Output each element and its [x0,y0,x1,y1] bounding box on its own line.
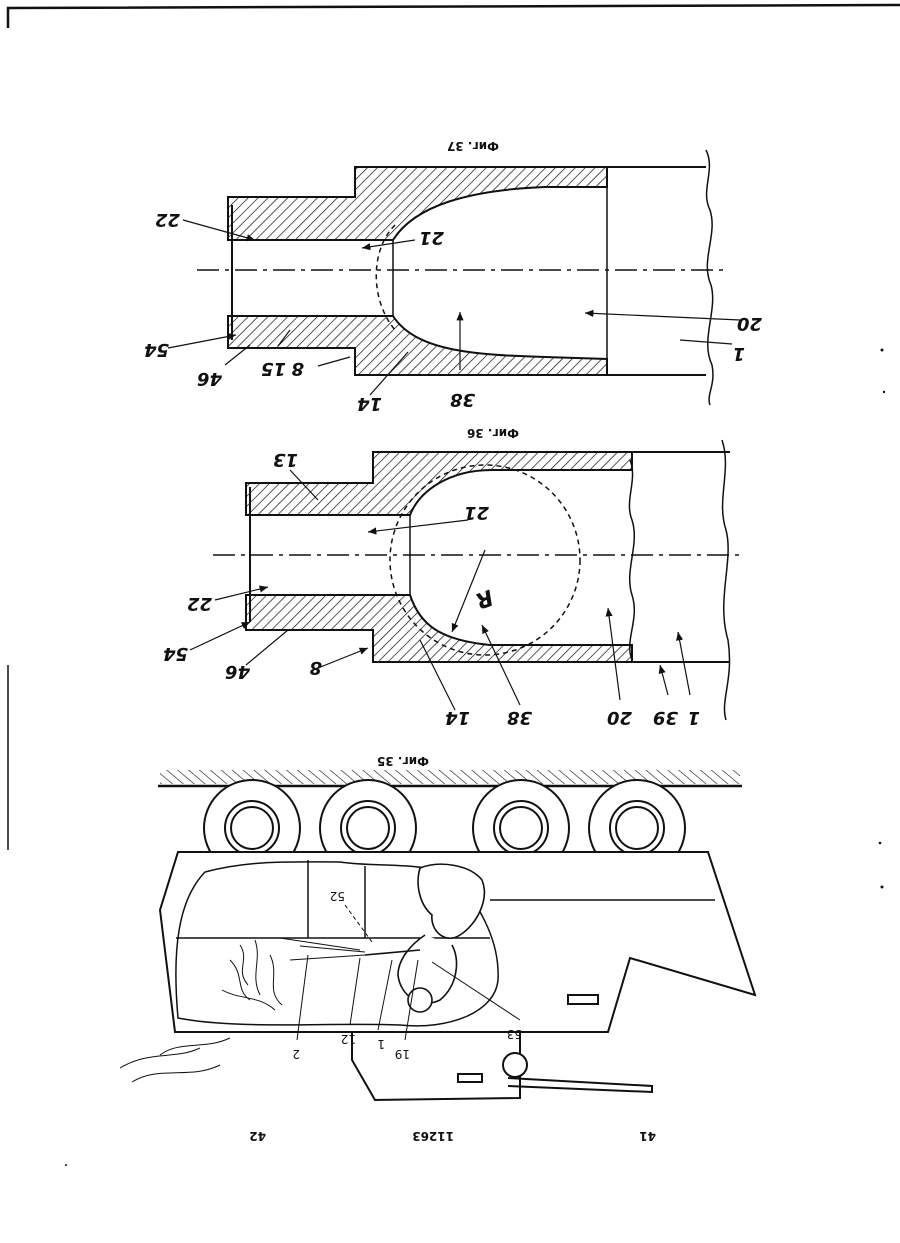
fig36-label-46: 46 [225,661,251,682]
fig37-label-14: 14 [357,393,382,414]
fig36-label-14: 14 [445,707,470,728]
fig36-label-54: 54 [163,643,188,664]
fig36-caption: Фиг. 36 [467,426,519,440]
fig35-label-52: 52 [330,889,345,903]
fig35-label-1: 1 [377,1037,385,1051]
fig36-label-R: R [472,584,496,613]
fig35-label-53: 53 [507,1027,522,1041]
fig35-caption: Фиг. 35 [377,754,429,768]
fig37-upper-wall [228,167,607,240]
fig36-label-21: 21 [464,502,489,523]
fig35-label-19: 19 [395,1047,410,1061]
page-header: 41 11263 42 [249,1129,656,1143]
fig36-label-20: 20 [607,707,632,728]
fig37-label-22: 22 [155,209,180,230]
page-frame-corner [8,5,900,28]
fig37-label-20: 20 [737,313,762,334]
fig36-label-39: 39 [653,707,678,728]
figure-35 [120,770,755,1100]
fig37-label-15: 15 [261,358,286,379]
fig36-label-38: 38 [507,707,532,728]
patent-number: 11263 [412,1129,454,1143]
fig35-turret [352,1032,520,1100]
fig36-label-22: 22 [187,593,212,614]
fig37-caption: Фиг. 37 [447,139,499,153]
fig37-label-46: 46 [197,368,223,389]
figure-36 [213,440,745,720]
page-number-right: 42 [249,1129,266,1143]
fig37-label-21: 21 [419,227,444,248]
fig37-label-54: 54 [144,339,169,360]
fig35-label-2: 2 [292,1047,300,1061]
fig35-exhaust [120,1038,230,1082]
page-number-left: 41 [639,1129,656,1143]
fig36-label-13: 13 [273,449,298,470]
fig36-lower-wall [246,595,632,662]
fig36-upper-wall [246,452,632,515]
fig37-label-8: 8 [291,358,304,379]
fig35-barrel [508,1078,652,1092]
fig35-label-12: 12 [341,1032,356,1046]
fig36-label-8: 8 [309,657,322,678]
fig36-label-1: 1 [687,707,700,728]
fig37-label-38: 38 [450,389,475,410]
fig37-label-1: 1 [732,343,745,364]
